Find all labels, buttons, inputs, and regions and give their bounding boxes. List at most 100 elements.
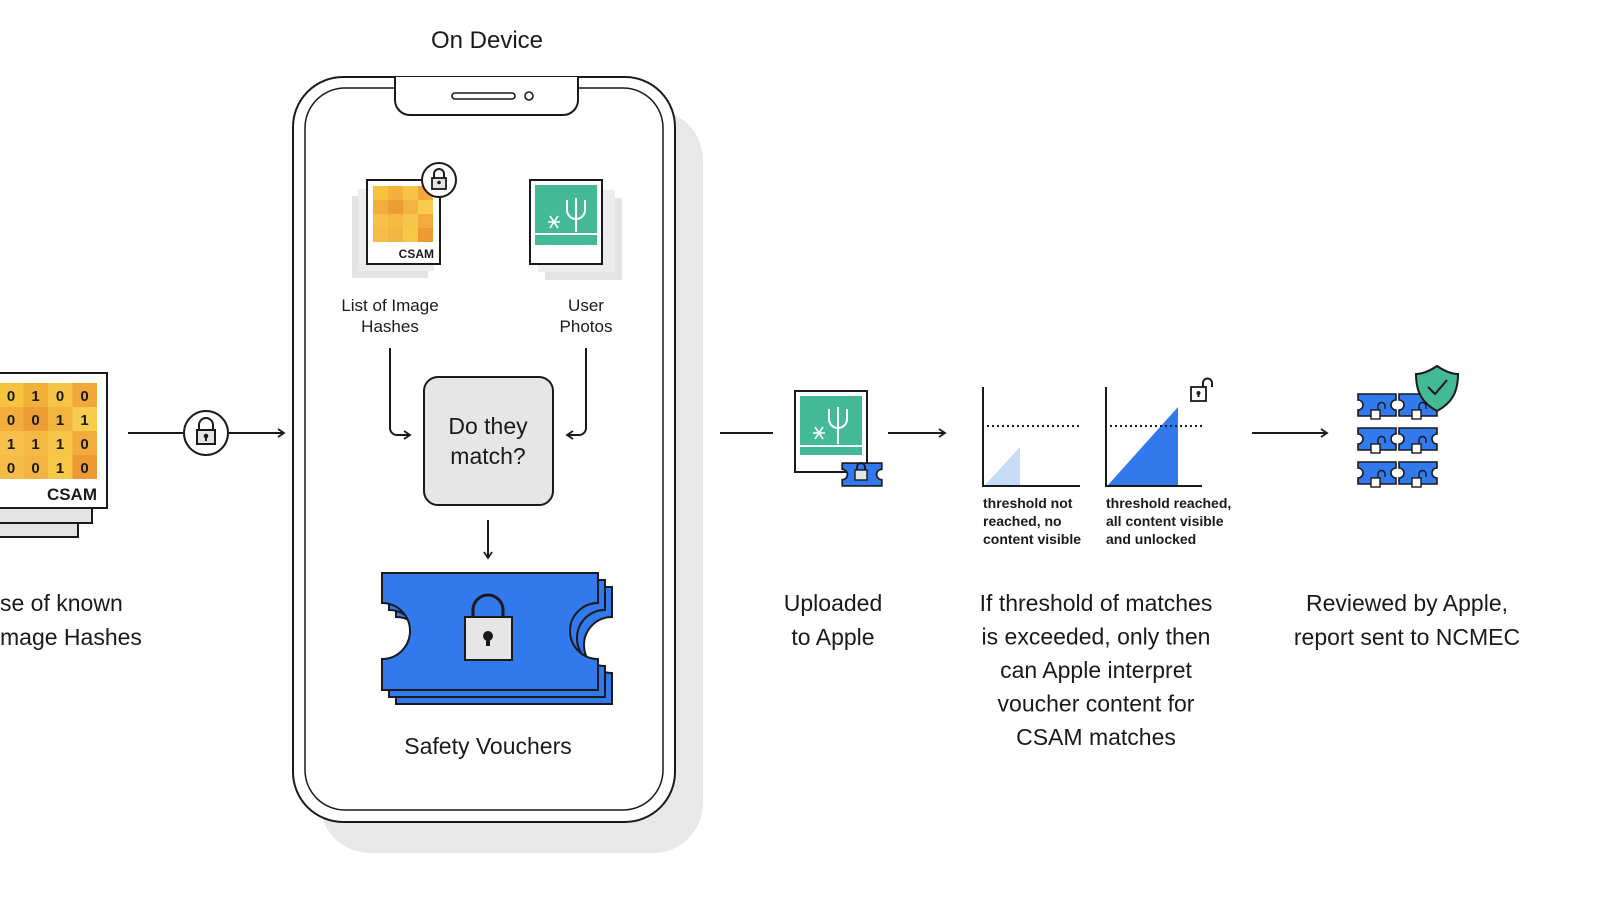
hash-cell	[72, 407, 97, 431]
caption-line: threshold not	[983, 495, 1073, 511]
threshold-reached-chart	[1105, 377, 1213, 487]
arrow-icon	[389, 348, 412, 440]
hash-cell	[0, 383, 24, 407]
hash-digit: 1	[56, 460, 64, 477]
hash-cell	[48, 407, 73, 431]
review-label-line2: report sent to NCMEC	[1294, 624, 1520, 650]
hash-cell	[0, 407, 24, 431]
caption-not-reached: threshold not reached, no content visible	[983, 495, 1081, 547]
unlocked-lock-icon	[1411, 443, 1422, 454]
hash-cell	[418, 200, 433, 214]
hash-cell	[72, 383, 97, 407]
lock-icon	[464, 593, 513, 661]
caption-line: CSAM matches	[1016, 724, 1176, 750]
threshold-not-reached-chart	[982, 387, 1080, 487]
uploaded-photo-with-voucher	[794, 390, 883, 487]
unlocked-lock-icon	[1370, 477, 1381, 488]
caption-line: can Apple interpret	[1000, 657, 1192, 683]
hash-digit: 1	[31, 388, 39, 405]
database-label-line2: mage Hashes	[0, 624, 142, 650]
hash-cell	[388, 186, 403, 200]
hash-cell	[403, 186, 418, 200]
unlocked-lock-icon	[1411, 409, 1422, 420]
hash-cell	[388, 200, 403, 214]
unlocked-lock-icon	[1190, 377, 1213, 402]
image-hash-list-card: CSAM	[352, 162, 457, 278]
caption-line: reached, no	[983, 513, 1062, 529]
hash-cell	[373, 214, 388, 228]
hash-digit: 0	[31, 412, 39, 429]
unlocked-lock-icon	[1411, 477, 1422, 488]
safety-vouchers	[381, 572, 613, 705]
hash-cell	[23, 455, 48, 479]
hash-cell	[48, 431, 73, 455]
arrow-icon	[565, 348, 587, 440]
hash-digit: 0	[80, 460, 88, 477]
review-label-line1: Reviewed by Apple,	[1306, 590, 1508, 616]
caption-line: content visible	[983, 531, 1081, 547]
hash-digit: 1	[56, 412, 64, 429]
unlocked-lock-icon	[1370, 443, 1381, 454]
hash-digit: 0	[7, 388, 15, 405]
caption-reached: threshold reached,all content visibleand…	[1106, 495, 1231, 547]
hash-cell	[418, 228, 433, 242]
threshold-description: If threshold of matches is exceeded, only…	[980, 590, 1213, 750]
caption-line: all content visible	[1106, 513, 1224, 529]
hash-digit: 1	[56, 436, 64, 453]
hash-cell	[23, 407, 48, 431]
hash-digit: 1	[31, 436, 39, 453]
hash-list-label-line2: Hashes	[361, 317, 419, 336]
hash-cell	[388, 214, 403, 228]
csam-tag-small: CSAM	[399, 247, 434, 261]
hash-cell	[403, 214, 418, 228]
caption-line: and unlocked	[1106, 531, 1196, 547]
lock-icon	[183, 410, 229, 456]
hash-cell	[72, 431, 97, 455]
caption-line: If threshold of matches	[980, 590, 1213, 616]
hash-cell	[373, 228, 388, 242]
hash-digit: 0	[56, 388, 64, 405]
hash-cell	[0, 455, 24, 479]
photos-label-line1: User	[568, 296, 604, 315]
match-line1: Do they	[448, 413, 528, 439]
upload-label-line1: Uploaded	[784, 590, 882, 616]
caption-line: voucher content for	[998, 691, 1195, 717]
csam-tag: CSAM	[47, 485, 97, 504]
unlocked-lock-icon	[1370, 409, 1381, 420]
photo-icon	[529, 179, 622, 280]
caption-line: is exceeded, only then	[982, 624, 1211, 650]
match-line2: match?	[450, 443, 525, 469]
database-label-line1: se of known	[0, 590, 123, 616]
hash-digit: 0	[7, 460, 15, 477]
hash-cell	[373, 200, 388, 214]
unlocked-vouchers-grid	[1357, 393, 1438, 488]
hash-cell	[373, 186, 388, 200]
hash-digit: 0	[80, 388, 88, 405]
hash-cell	[23, 383, 48, 407]
hash-cell	[418, 214, 433, 228]
match-box: Do they match?	[423, 376, 554, 506]
hash-cell	[0, 431, 24, 455]
hash-cell	[403, 228, 418, 242]
photos-label-line2: Photos	[560, 317, 613, 336]
hash-cell	[23, 431, 48, 455]
hash-digit: 1	[7, 436, 15, 453]
upload-label-line2: to Apple	[791, 624, 874, 650]
hash-list-label-line1: List of Image	[341, 296, 438, 315]
hash-cell	[72, 455, 97, 479]
hash-digit: 0	[31, 460, 39, 477]
hash-digit: 1	[80, 412, 88, 429]
hash-digit: 0	[7, 412, 15, 429]
hash-digit: 0	[80, 436, 88, 453]
lock-icon	[421, 162, 457, 198]
hash-cell	[48, 383, 73, 407]
hash-cell	[388, 228, 403, 242]
shield-check-icon	[1414, 364, 1460, 413]
hash-cell	[48, 455, 73, 479]
hash-cell	[403, 200, 418, 214]
vouchers-label: Safety Vouchers	[404, 733, 572, 759]
device-title: On Device	[431, 27, 543, 54]
